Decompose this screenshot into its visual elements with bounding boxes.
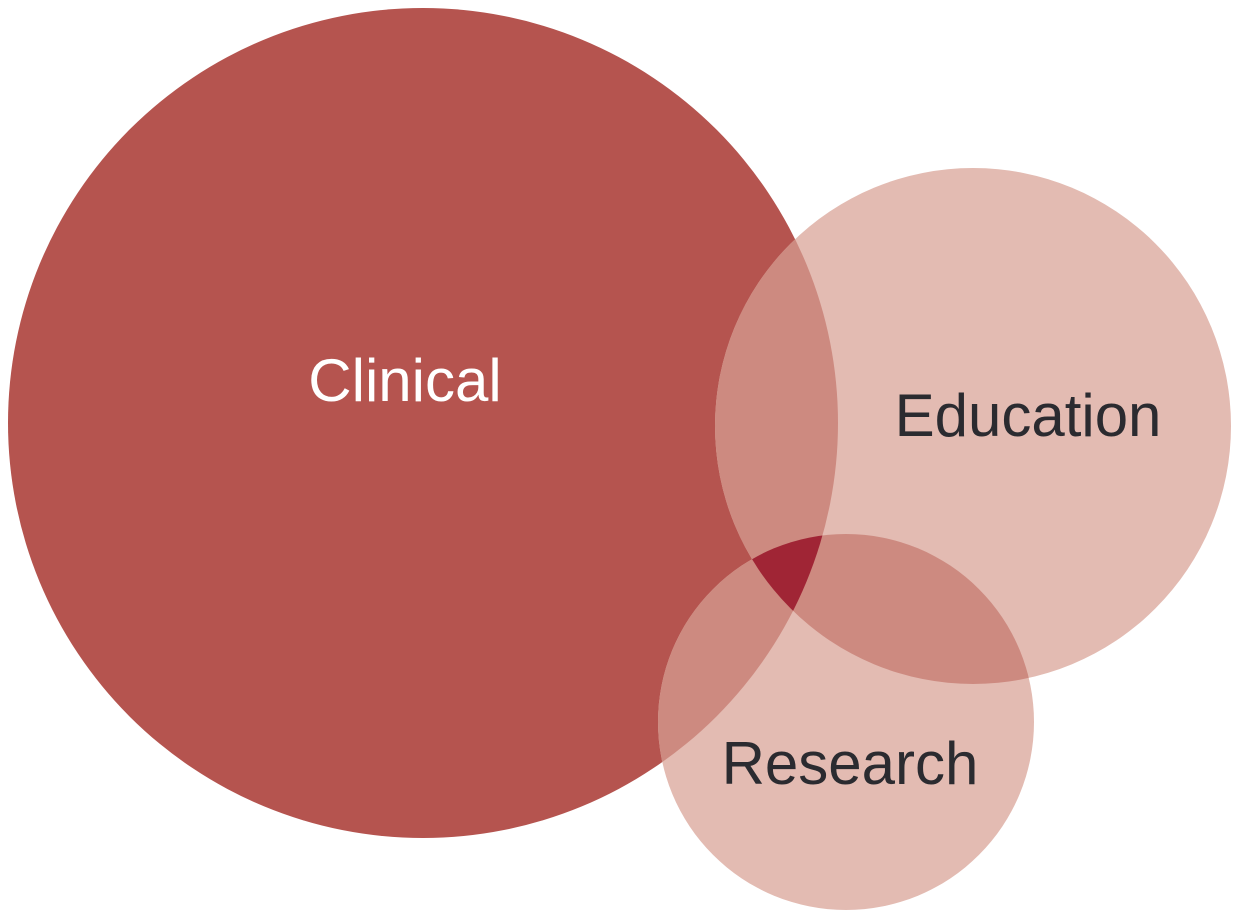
clinical-circle (8, 8, 838, 838)
clinical-label: Clinical (308, 347, 501, 414)
research-label: Research (722, 730, 979, 797)
education-label: Education (895, 382, 1162, 449)
